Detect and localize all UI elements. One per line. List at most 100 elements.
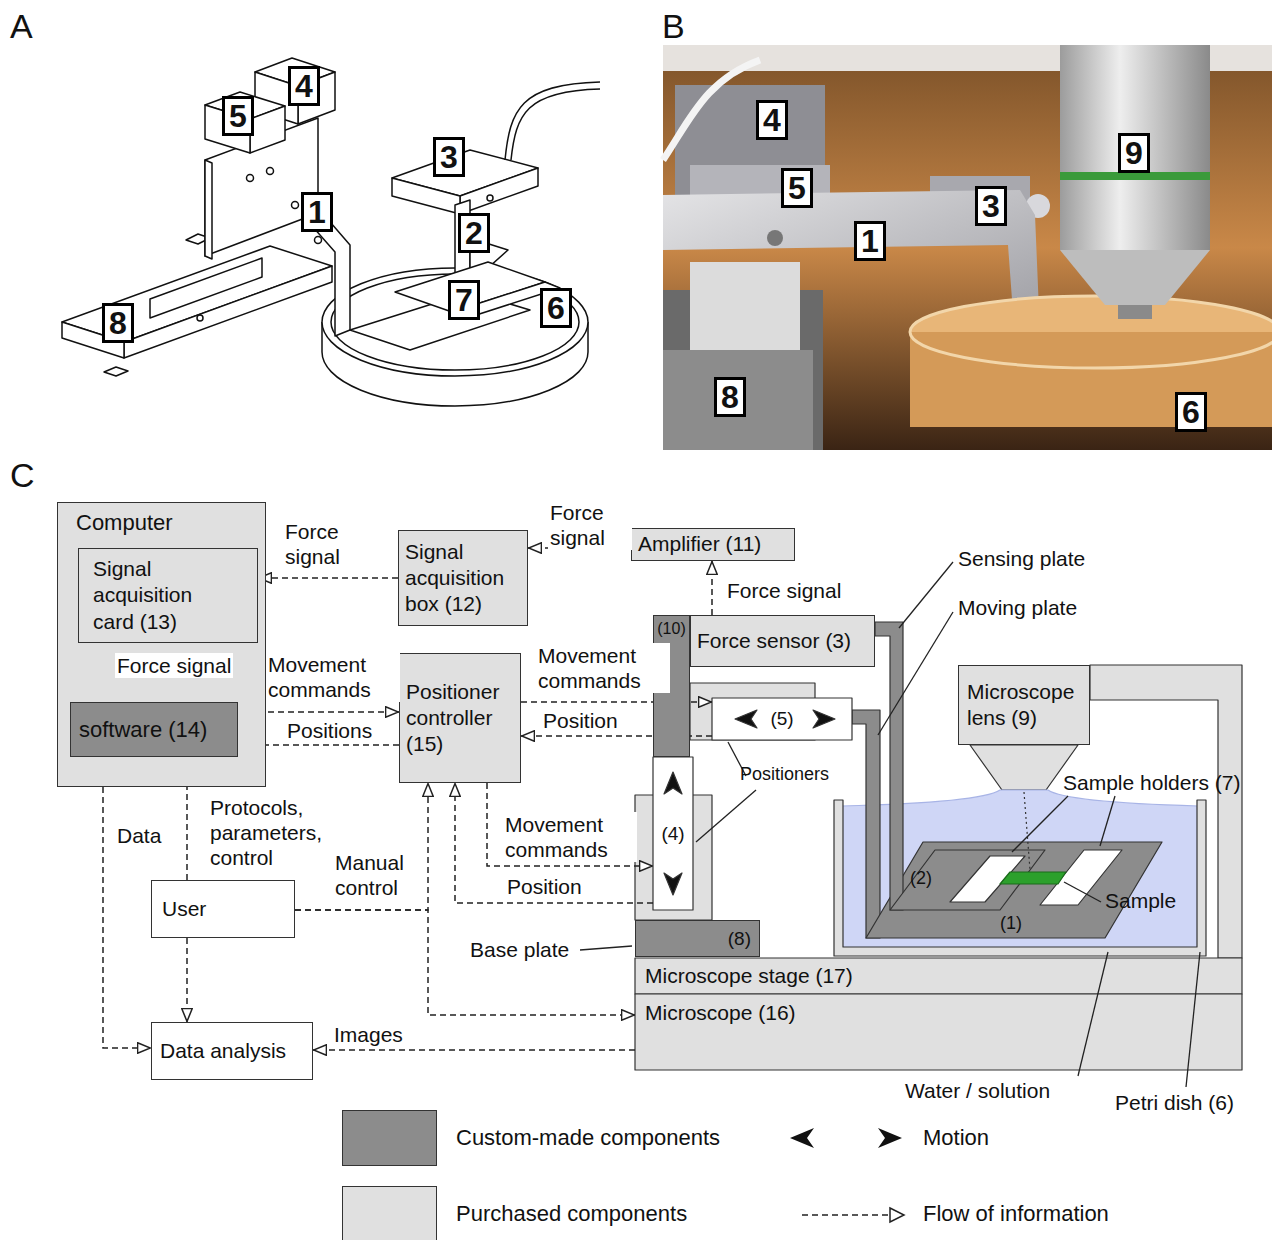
callout-number: 6 (1175, 392, 1207, 432)
legend-samples (878, 1128, 902, 1148)
signal-label: Movement commands (536, 643, 670, 693)
photograph (663, 60, 760, 160)
signal-label: Manual control (333, 850, 427, 900)
information-arrow (186, 938, 188, 1022)
legend-samples (790, 1128, 814, 1148)
panel-label: A (10, 8, 33, 45)
isometric-drawing (511, 89, 600, 160)
isometric-drawing (250, 106, 285, 153)
photograph (910, 332, 1272, 427)
apparatus-schematic (1000, 872, 1066, 884)
positioner-box: (4) (653, 757, 693, 910)
leader-lines (580, 946, 632, 950)
apparatus-schematic (875, 622, 903, 910)
legend-samples (890, 1208, 904, 1222)
photograph (663, 45, 1272, 450)
photograph (1060, 172, 1210, 180)
leader-lines (1100, 796, 1115, 846)
leader-lines (696, 790, 756, 842)
apparatus-schematic (813, 710, 835, 728)
node-text: User (162, 896, 284, 922)
controller-box: Positioner controller (15) (399, 653, 521, 783)
signal-label: Positions (285, 718, 374, 743)
isometric-drawing (205, 160, 212, 259)
isometric-drawing (331, 274, 579, 370)
isometric-drawing (197, 315, 203, 321)
isometric-drawing (460, 168, 538, 214)
signal-label: Position (541, 708, 620, 733)
node-text: Microscope (16) (645, 1000, 1232, 1026)
node-text: (10) (654, 619, 689, 639)
callout-number: 8 (102, 303, 134, 343)
node-text: software (14) (79, 716, 229, 744)
callout-number: 8 (714, 377, 746, 417)
information-arrow (711, 561, 713, 615)
signal-label: Data (115, 823, 163, 848)
node-text: Microscope lens (9) (967, 679, 1087, 732)
software-box: software (14) (70, 702, 238, 757)
signal-label: Force signal (283, 519, 367, 569)
node-text: Microscope stage (17) (645, 963, 1232, 989)
isometric-drawing (62, 58, 600, 406)
isometric-drawing (315, 237, 322, 244)
apparatus-schematic (653, 757, 693, 910)
base-plate-box: (8) (635, 920, 760, 957)
positioner-box: (5) (712, 698, 852, 740)
part-label: (2) (910, 868, 932, 890)
signal-label: Force signal (115, 653, 233, 678)
node-text: Signal acquisition box (12) (405, 539, 525, 618)
node-text: (4) (653, 822, 693, 846)
callout-number: 4 (756, 100, 788, 140)
callout-number: 3 (975, 186, 1007, 226)
computer-box: ComputerSignal acquisition card (13) soft… (57, 502, 266, 787)
apparatus-schematic (735, 710, 757, 728)
legend-text: Motion (923, 1125, 989, 1151)
part-label: Sample holders (7) (1063, 770, 1240, 795)
callout-number: 1 (854, 221, 886, 261)
isometric-drawing (104, 367, 128, 376)
apparatus-schematic (664, 772, 682, 794)
card-box: Signal acquisition card (13) (78, 548, 258, 643)
stage-box: Microscope stage (17) (635, 958, 1242, 994)
isometric-drawing (150, 258, 262, 318)
information-arrow (103, 757, 151, 1048)
information-arrow (295, 910, 635, 1015)
leader-lines (1186, 952, 1200, 1087)
apparatus-schematic (712, 698, 852, 740)
callout-number: 7 (448, 280, 480, 320)
legend-text: Purchased components (456, 1201, 687, 1227)
panel-label: B (662, 8, 685, 45)
node-text: Amplifier (11) (638, 531, 788, 557)
leader-lines (899, 562, 953, 628)
callout-number: 4 (288, 66, 320, 106)
apparatus-schematic (664, 873, 682, 895)
apparatus-schematic (635, 958, 1242, 994)
amplifier-box: Amplifier (11) (631, 528, 795, 561)
isometric-drawing (205, 118, 350, 336)
acquisition-box: Signal acquisition box (12) (398, 530, 528, 626)
signal-label: Images (332, 1022, 405, 1047)
signal-label: Protocols, parameters, control (208, 795, 342, 871)
isometric-drawing (267, 168, 274, 175)
node-text: Computer (76, 509, 247, 537)
signal-label: Movement commands (266, 652, 400, 702)
part-label: Sample (1105, 888, 1176, 913)
callout-number: 5 (781, 168, 813, 208)
leader-lines (1012, 796, 1068, 852)
signal-label: Force signal (548, 500, 632, 550)
information-arrow (313, 1049, 635, 1051)
callout-number: 1 (301, 192, 333, 232)
leader-lines (1064, 882, 1101, 902)
part-label: Sensing plate (958, 546, 1085, 571)
signal-label: Force signal (725, 578, 843, 603)
callout-number: 5 (222, 96, 254, 136)
part-label: Base plate (470, 937, 569, 962)
information-arrow (455, 783, 653, 903)
leader-lines (1078, 952, 1108, 1076)
legend-text: Custom-made components (456, 1125, 720, 1151)
analysis-box: Data analysis (151, 1022, 313, 1080)
information-arrow (258, 577, 398, 579)
photograph (1060, 45, 1210, 250)
photograph (910, 296, 1272, 368)
